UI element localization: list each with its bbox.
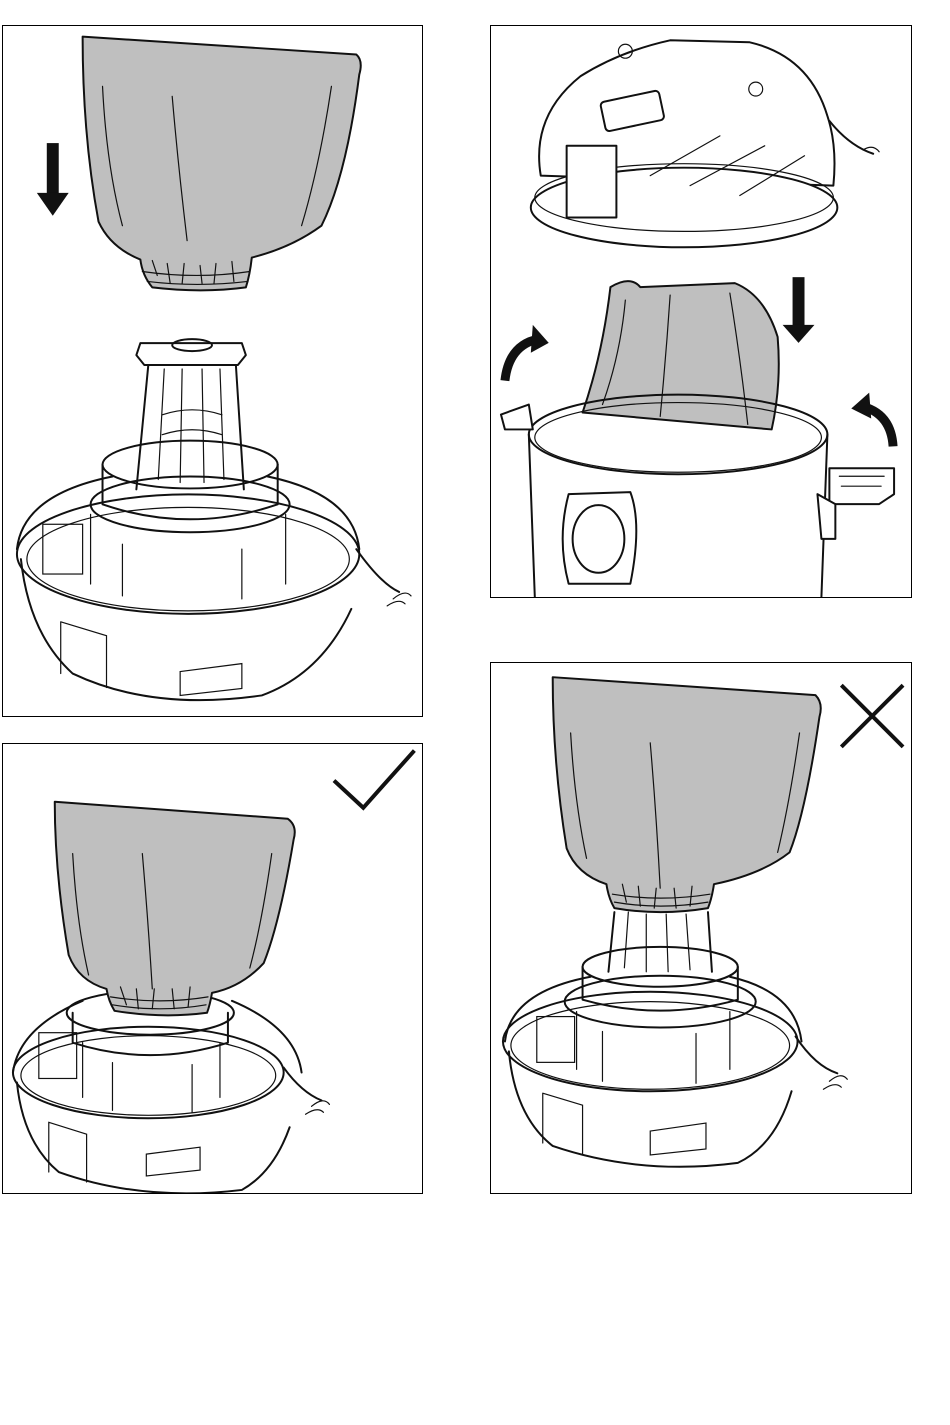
vacuum-lid-container-illustration [491, 26, 911, 597]
vacuum-head-base [17, 441, 411, 701]
cross-mark-icon [841, 685, 903, 747]
filter-cage [136, 339, 245, 489]
vacuum-container [501, 395, 894, 597]
vacuum-head-base [503, 947, 847, 1167]
down-arrow-icon [783, 277, 815, 343]
curved-arrow-left-icon [505, 325, 549, 381]
down-arrow-icon [37, 143, 69, 216]
check-mark-icon [335, 752, 413, 808]
figure-correct-fit [2, 743, 423, 1194]
filter-bag [83, 37, 361, 291]
filter-bag [553, 677, 821, 912]
filter-cage [608, 912, 712, 972]
figure-incorrect-fit [490, 662, 912, 1194]
curved-arrow-right-icon [851, 393, 893, 447]
correct-fit-illustration [3, 744, 422, 1193]
incorrect-fit-illustration [491, 663, 911, 1193]
filter-bag [55, 802, 295, 1016]
vacuum-head-base [13, 991, 329, 1193]
figure-lid-install-step [490, 25, 912, 598]
vacuum-head-bag-illustration [3, 26, 422, 716]
vacuum-motor-head [531, 40, 879, 247]
figure-bag-install-step [2, 25, 423, 717]
